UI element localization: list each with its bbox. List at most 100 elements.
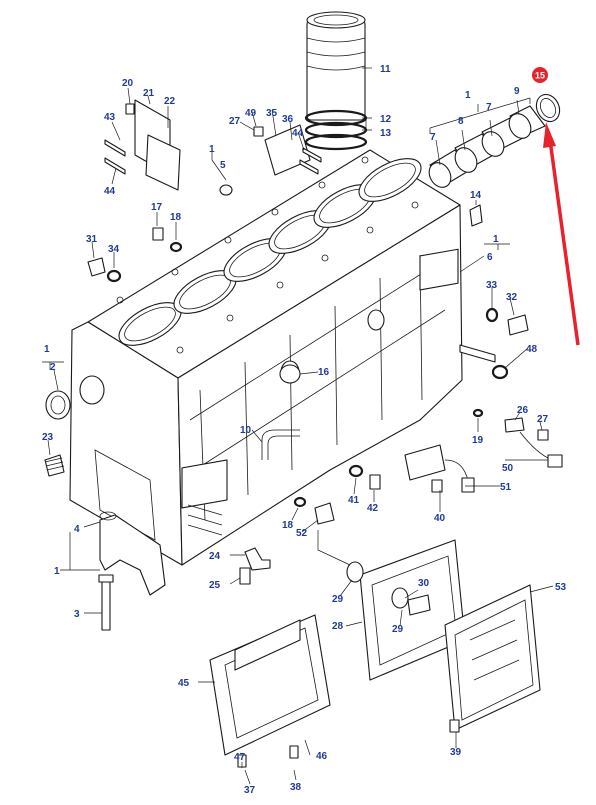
- label-51: 51: [500, 482, 512, 493]
- label-2: 2: [50, 362, 56, 373]
- control-module: [209, 614, 331, 768]
- label-9: 9: [514, 86, 520, 97]
- label-35: 35: [266, 108, 278, 119]
- label-1c: 1: [493, 234, 499, 245]
- plug-14: [469, 204, 483, 227]
- label-1a: 1: [465, 90, 471, 101]
- bearing-cap: [98, 511, 166, 631]
- red-pointer-arrow: [543, 122, 580, 346]
- sensor-52: [314, 502, 335, 525]
- label-29a: 29: [332, 594, 344, 605]
- label-32: 32: [506, 292, 518, 303]
- cylinder-liner: [304, 11, 368, 151]
- label-24: 24: [209, 551, 221, 562]
- o-ring-18b: [293, 496, 307, 508]
- plug-2: [45, 390, 71, 420]
- label-6: 6: [487, 252, 493, 263]
- label-10: 10: [240, 425, 252, 436]
- label-26: 26: [517, 405, 529, 416]
- label-42: 42: [367, 503, 379, 514]
- sensor-32: [507, 314, 529, 336]
- label-4: 4: [74, 524, 80, 535]
- label-18b: 18: [282, 520, 294, 531]
- label-29b: 29: [392, 624, 404, 635]
- plug-5: [219, 184, 233, 196]
- label-46: 46: [316, 751, 328, 762]
- label-41: 41: [348, 495, 360, 506]
- label-49: 49: [245, 108, 257, 119]
- tube-10: [261, 429, 300, 460]
- label-14: 14: [470, 190, 482, 201]
- label-16: 16: [318, 367, 330, 378]
- label-52: 52: [296, 528, 308, 539]
- label-22: 22: [164, 96, 176, 107]
- label-1e: 1: [54, 566, 60, 577]
- engine-block: [69, 149, 463, 566]
- module-40: [404, 444, 446, 481]
- o-ring-34: [106, 269, 122, 283]
- sensor-51: [461, 477, 475, 493]
- label-30: 30: [418, 578, 430, 589]
- highlighted-callout-15[interactable]: 15: [532, 67, 548, 83]
- label-12: 12: [380, 114, 392, 125]
- label-7b: 7: [486, 102, 492, 113]
- label-20: 20: [122, 78, 134, 89]
- label-37: 37: [244, 785, 256, 796]
- label-31: 31: [86, 234, 98, 245]
- label-27b: 27: [537, 414, 549, 425]
- ecu: [444, 584, 541, 733]
- highlight-badge: [532, 67, 548, 83]
- label-43: 43: [104, 112, 116, 123]
- leader-lines: [42, 67, 554, 785]
- sensor-31: [87, 257, 106, 277]
- label-23: 23: [42, 432, 54, 443]
- plug-42: [369, 474, 381, 490]
- plug-25: [239, 567, 251, 585]
- label-40: 40: [434, 513, 446, 524]
- label-1b: 1: [209, 144, 215, 155]
- label-19: 19: [472, 435, 484, 446]
- label-36: 36: [282, 114, 294, 125]
- cover-plate: [104, 99, 181, 191]
- sensor-26: [504, 417, 525, 433]
- label-27a: 27: [229, 116, 241, 127]
- gasket: [346, 539, 466, 681]
- label-8: 8: [458, 116, 464, 127]
- label-21: 21: [143, 88, 155, 99]
- label-44b: 44: [292, 128, 304, 139]
- label-3: 3: [74, 609, 80, 620]
- camshaft-bushings: [428, 105, 546, 188]
- shaft-6: [459, 344, 496, 363]
- o-ring-18a: [169, 241, 183, 253]
- label-34: 34: [108, 244, 120, 255]
- fitting-24: [244, 547, 271, 571]
- bolt-17: [152, 227, 164, 241]
- label-18a: 18: [170, 212, 182, 223]
- label-47: 47: [234, 752, 246, 763]
- label-33: 33: [486, 280, 498, 291]
- connector-50: [547, 454, 563, 468]
- label-39: 39: [450, 747, 462, 758]
- o-ring-19: [472, 408, 484, 418]
- plug-16: [279, 364, 301, 384]
- bracket: [253, 124, 322, 176]
- o-ring-41: [348, 464, 364, 478]
- o-ring-48: [491, 364, 509, 380]
- label-45: 45: [178, 678, 190, 689]
- label-5: 5: [220, 160, 226, 171]
- seal-ring: [535, 93, 561, 123]
- label-25: 25: [209, 580, 221, 591]
- label-11: 11: [380, 64, 391, 75]
- o-ring-33: [485, 307, 499, 323]
- bolt-27b: [537, 429, 549, 441]
- label-28: 28: [332, 621, 344, 632]
- label-44a: 44: [104, 186, 116, 197]
- label-13: 13: [380, 128, 392, 139]
- label-17: 17: [151, 202, 163, 213]
- label-7a: 7: [430, 132, 436, 143]
- plug-23: [44, 454, 65, 477]
- label-15: 15: [535, 71, 545, 81]
- label-1d: 1: [44, 344, 50, 355]
